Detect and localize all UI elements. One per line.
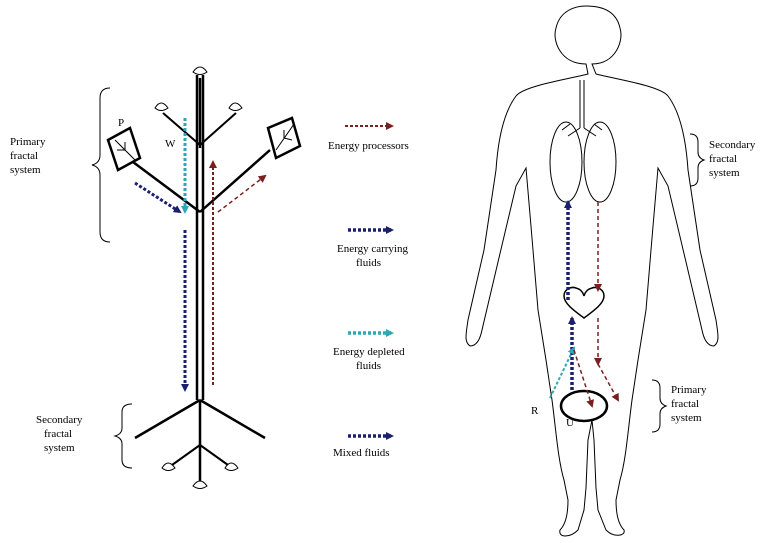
legend-label-mixed-fluids: Mixed fluids — [333, 447, 390, 459]
primary-system-bracket — [92, 88, 110, 242]
plant-root-bud-bottom — [193, 481, 207, 489]
plant-root-sub-left — [172, 445, 200, 465]
secondary-system-bracket — [115, 404, 132, 468]
legend-label-energy-depleted: Energy depleted fluids — [333, 346, 407, 372]
body-label-u: U — [566, 417, 574, 429]
plant-root-sub-right — [200, 445, 228, 465]
body-secondary-bracket — [690, 134, 704, 186]
body-label-r: R — [531, 405, 539, 417]
plant-arrow-to-right-leaf — [218, 176, 265, 212]
plant-branch-left — [133, 162, 200, 212]
legend-label-energy-carrying: Energy carrying fluids — [337, 243, 411, 269]
plant-bud-top — [193, 67, 207, 75]
body-outline — [466, 6, 718, 536]
plant-upper-branch-right — [200, 113, 236, 145]
legend-item-energy-processors: Energy processors — [328, 126, 409, 152]
legend-item-mixed-fluids: Mixed fluids — [333, 436, 392, 459]
plant-arrow-leaf-to-junction — [135, 183, 180, 212]
plant-root-right — [200, 400, 265, 438]
legend: Energy processors Energy carrying fluids… — [328, 126, 411, 459]
legend-item-energy-depleted: Energy depleted fluids — [333, 333, 407, 372]
plant-secondary-system-label: Secondary fractal system — [36, 414, 85, 454]
leaf-right — [268, 118, 300, 158]
plant-root-left — [135, 400, 200, 438]
body-diagram: R U Secondary fractal system Primary fra… — [466, 6, 758, 536]
leaf-p-label: P — [118, 117, 124, 129]
leaf-w-label: W — [165, 138, 176, 150]
body-primary-system-label: Primary fractal system — [671, 384, 709, 424]
plant-bud-upper-right — [229, 103, 242, 111]
plant-bud-upper-left — [155, 103, 168, 111]
legend-item-energy-carrying: Energy carrying fluids — [337, 230, 411, 269]
body-secondary-system-label: Secondary fractal system — [709, 139, 758, 179]
plant-primary-system-label: Primary fractal system — [10, 136, 48, 176]
body-primary-bracket — [652, 380, 666, 432]
plant-diagram: Primary fractal system P — [10, 67, 300, 489]
legend-label-energy-processors: Energy processors — [328, 140, 409, 152]
